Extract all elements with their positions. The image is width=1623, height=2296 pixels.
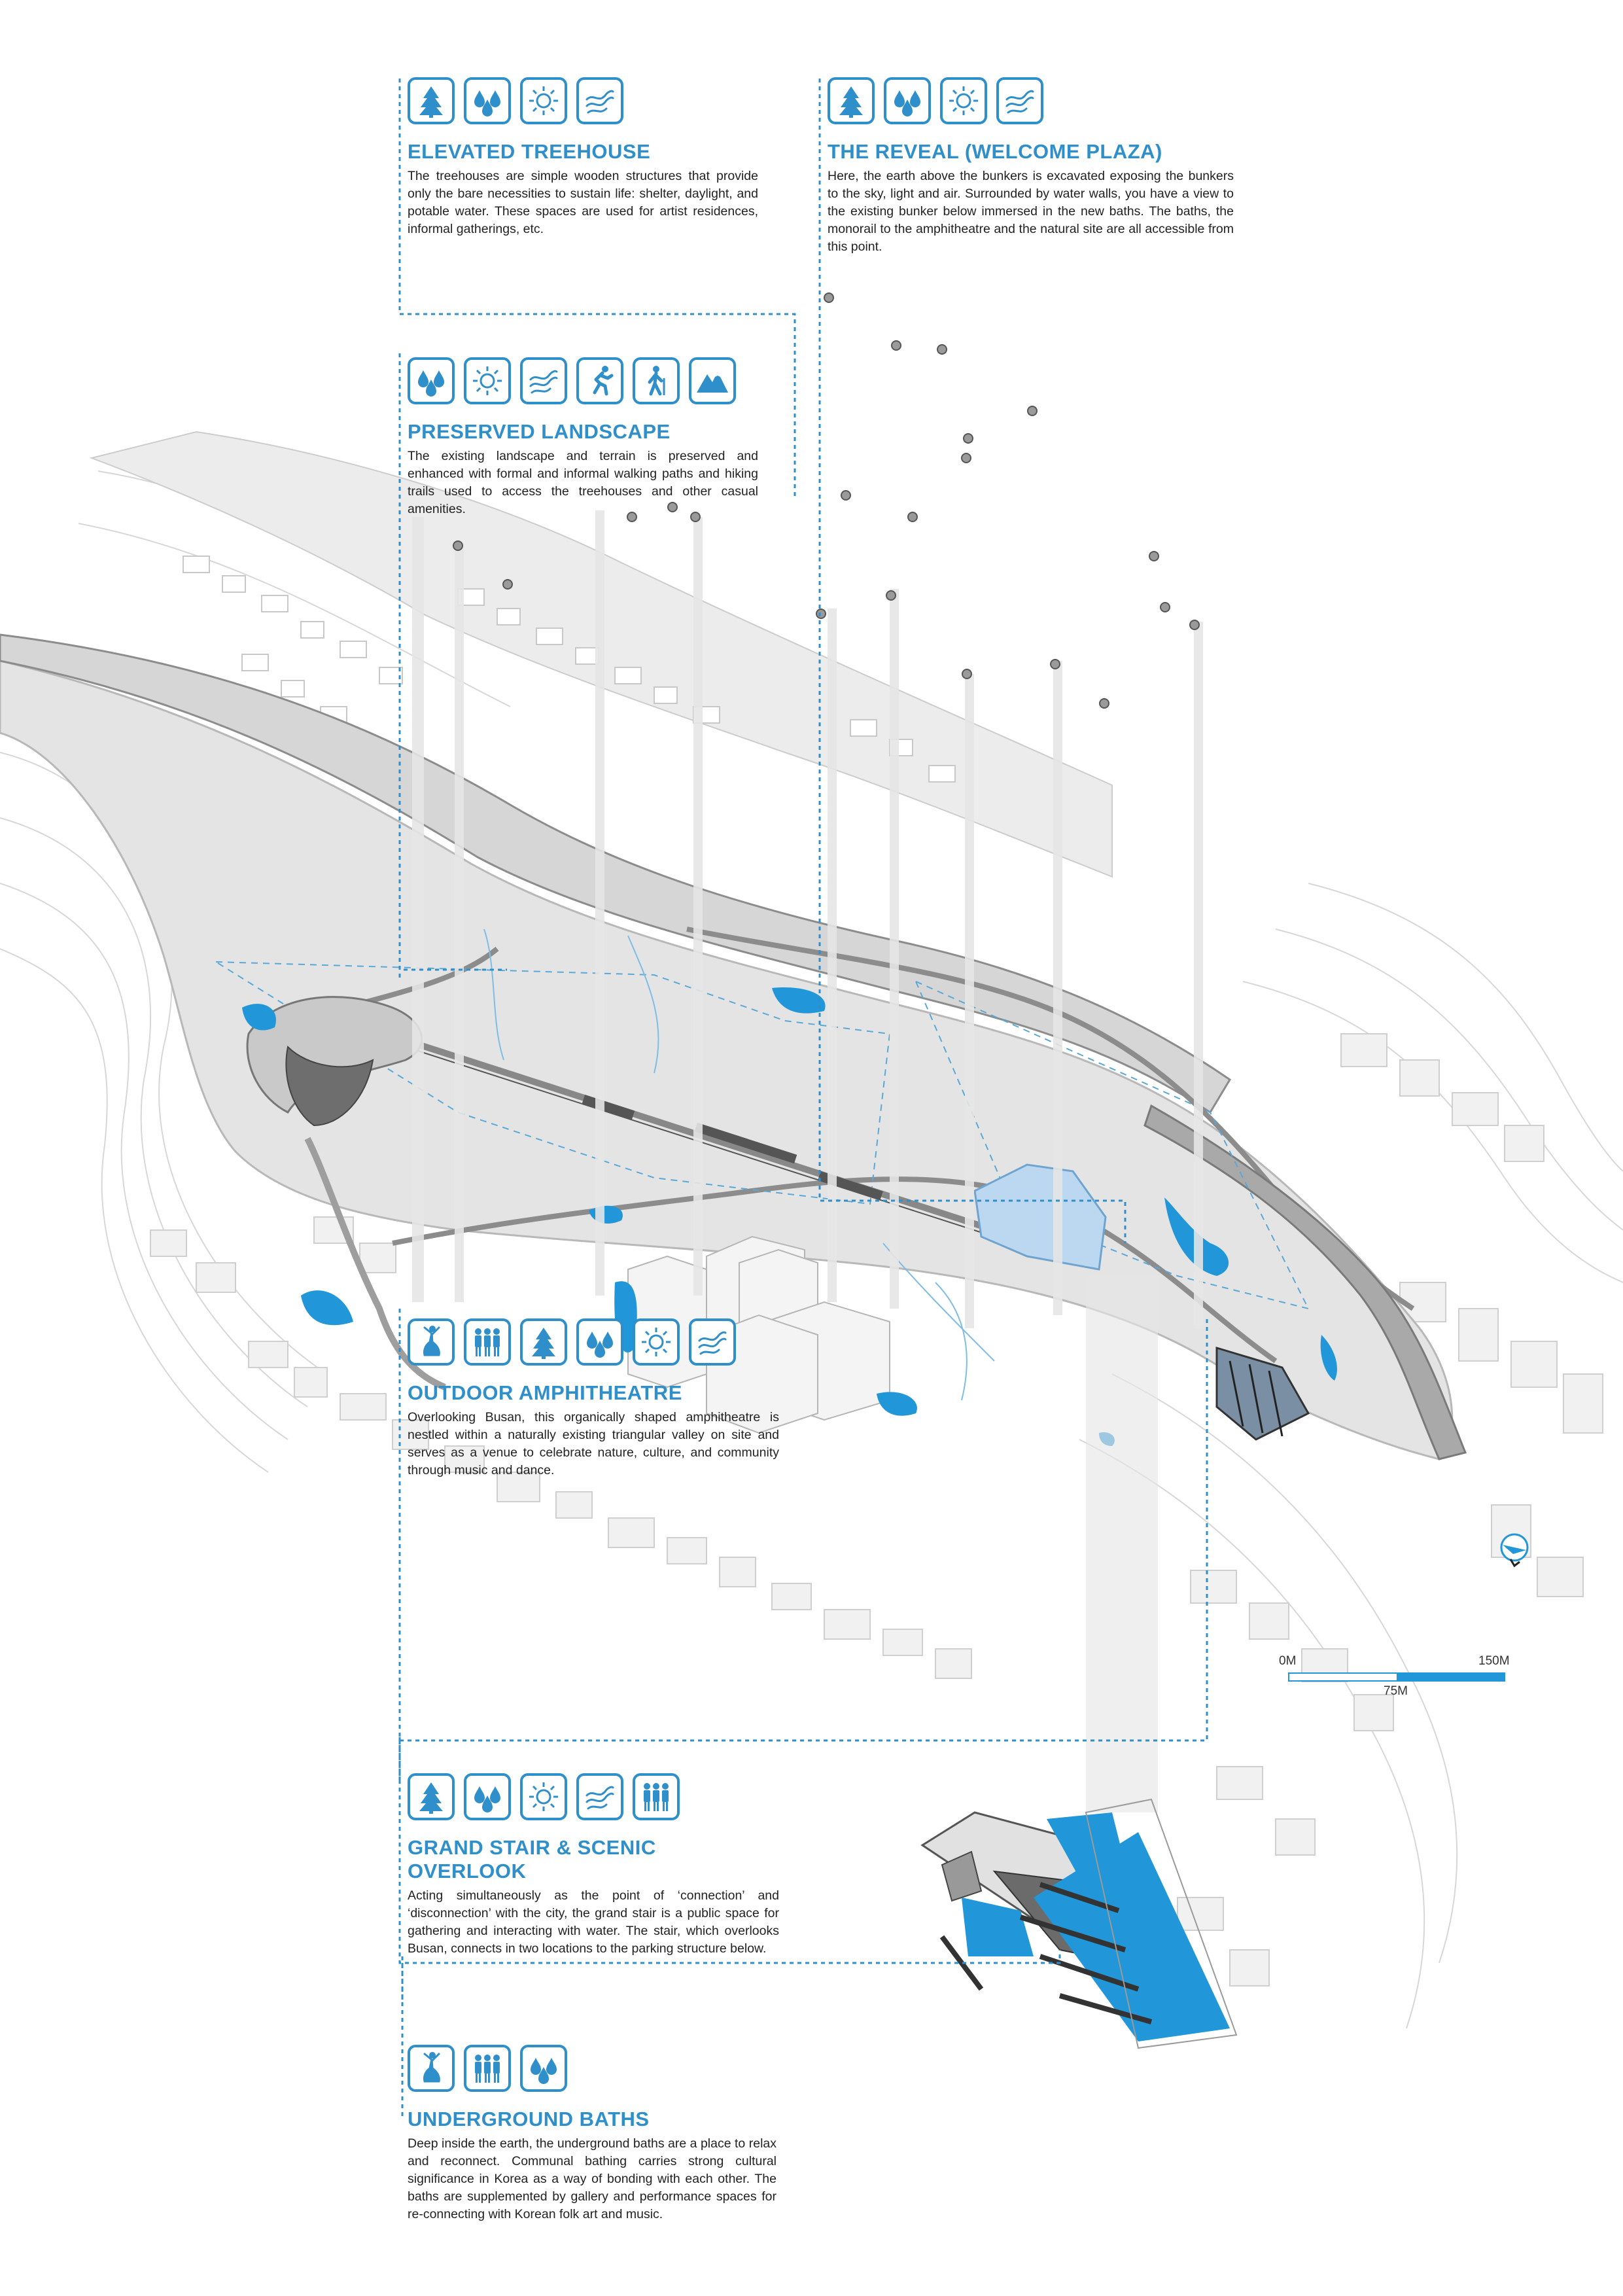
water-drops-icon: [520, 2045, 567, 2092]
sun-icon: [520, 1773, 567, 1820]
sun-icon: [464, 357, 511, 404]
section-description: Here, the earth above the bunkers is exc…: [828, 169, 1234, 254]
water-drops-icon: [884, 77, 931, 124]
scale-bar: [1288, 1672, 1505, 1682]
tower-blocks: [627, 1235, 890, 1434]
reveal-plaza: [973, 1163, 1107, 1271]
people-group-icon: [633, 1773, 680, 1820]
lower-right-ridge: [1143, 1104, 1467, 1460]
sun-icon: [940, 77, 987, 124]
section-description: Overlooking Busan, this organically shap…: [408, 1410, 779, 1477]
section-the-reveal: THE REVEAL (WELCOME PLAZA) Here, the ear…: [828, 77, 1234, 256]
section-outdoor-amphitheatre: OUTDOOR AMPHITHEATRE Overlooking Busan, …: [408, 1318, 779, 1479]
section-description: Acting simultaneously as the point of ‘c…: [408, 1888, 779, 1956]
underground-baths-plan: [920, 1798, 1238, 2049]
wind-icon: [576, 77, 623, 124]
people-group-icon: [464, 1318, 511, 1366]
tree-icon: [520, 1318, 567, 1366]
running-icon: [576, 357, 623, 404]
section-grand-stair: GRAND STAIR & SCENIC OVERLOOK Acting sim…: [408, 1773, 779, 1958]
site-boundary-dashed: [213, 961, 1310, 1310]
mountain-icon: [689, 357, 736, 404]
section-preserved-landscape: PRESERVED LANDSCAPE The existing landsca…: [408, 357, 758, 518]
section-title: GRAND STAIR & SCENIC OVERLOOK: [408, 1836, 656, 1882]
treehouse-markers: [453, 292, 1200, 709]
water-drops-icon: [408, 357, 455, 404]
wind-icon: [996, 77, 1043, 124]
water-drops-icon: [464, 77, 511, 124]
contour-lines: [0, 470, 1623, 2029]
section-title: OUTDOOR AMPHITHEATRE: [408, 1381, 682, 1404]
section-title: UNDERGROUND BATHS: [408, 2108, 650, 2130]
wind-icon: [576, 1773, 623, 1820]
icon-row: [828, 77, 1234, 127]
people-group-icon: [464, 2045, 511, 2092]
wind-icon: [689, 1318, 736, 1366]
icon-row: [408, 1318, 779, 1368]
icon-row: [408, 77, 758, 127]
north-arrow-icon: [1500, 1533, 1529, 1568]
tree-icon: [408, 77, 455, 124]
bunker-structure: [1215, 1346, 1310, 1441]
water-drops-icon: [464, 1773, 511, 1820]
icon-row: [408, 1773, 779, 1823]
leader-lines: [398, 79, 1208, 2120]
dancer-icon: [408, 1318, 455, 1366]
scale-label-end: 150M: [1478, 1654, 1510, 1668]
sun-icon: [633, 1318, 680, 1366]
section-description: Deep inside the earth, the underground b…: [408, 2136, 777, 2221]
sun-icon: [520, 77, 567, 124]
wind-icon: [520, 357, 567, 404]
scale-label-start: 0M: [1279, 1654, 1297, 1668]
section-description: The existing landscape and terrain is pr…: [408, 449, 758, 516]
section-underground-baths: UNDERGROUND BATHS Deep inside the earth,…: [408, 2045, 777, 2223]
section-title: ELEVATED TREEHOUSE: [408, 140, 651, 163]
amphitheatre: [246, 996, 446, 1390]
scale-label-mid: 75M: [1384, 1684, 1408, 1698]
tree-icon: [408, 1773, 455, 1820]
tree-icon: [828, 77, 875, 124]
water-drops-icon: [576, 1318, 623, 1366]
section-title: PRESERVED LANDSCAPE: [408, 420, 671, 443]
icon-row: [408, 357, 758, 407]
icon-row: [408, 2045, 777, 2094]
hiker-icon: [633, 357, 680, 404]
dancer-icon: [408, 2045, 455, 2092]
section-elevated-treehouse: ELEVATED TREEHOUSE The treehouses are si…: [408, 77, 758, 238]
light-shafts: [412, 510, 1203, 1812]
section-title: THE REVEAL (WELCOME PLAZA): [828, 140, 1162, 163]
hillside-houses: [183, 556, 956, 783]
section-description: The treehouses are simple wooden structu…: [408, 169, 758, 236]
city-blocks: [150, 1033, 1603, 1987]
